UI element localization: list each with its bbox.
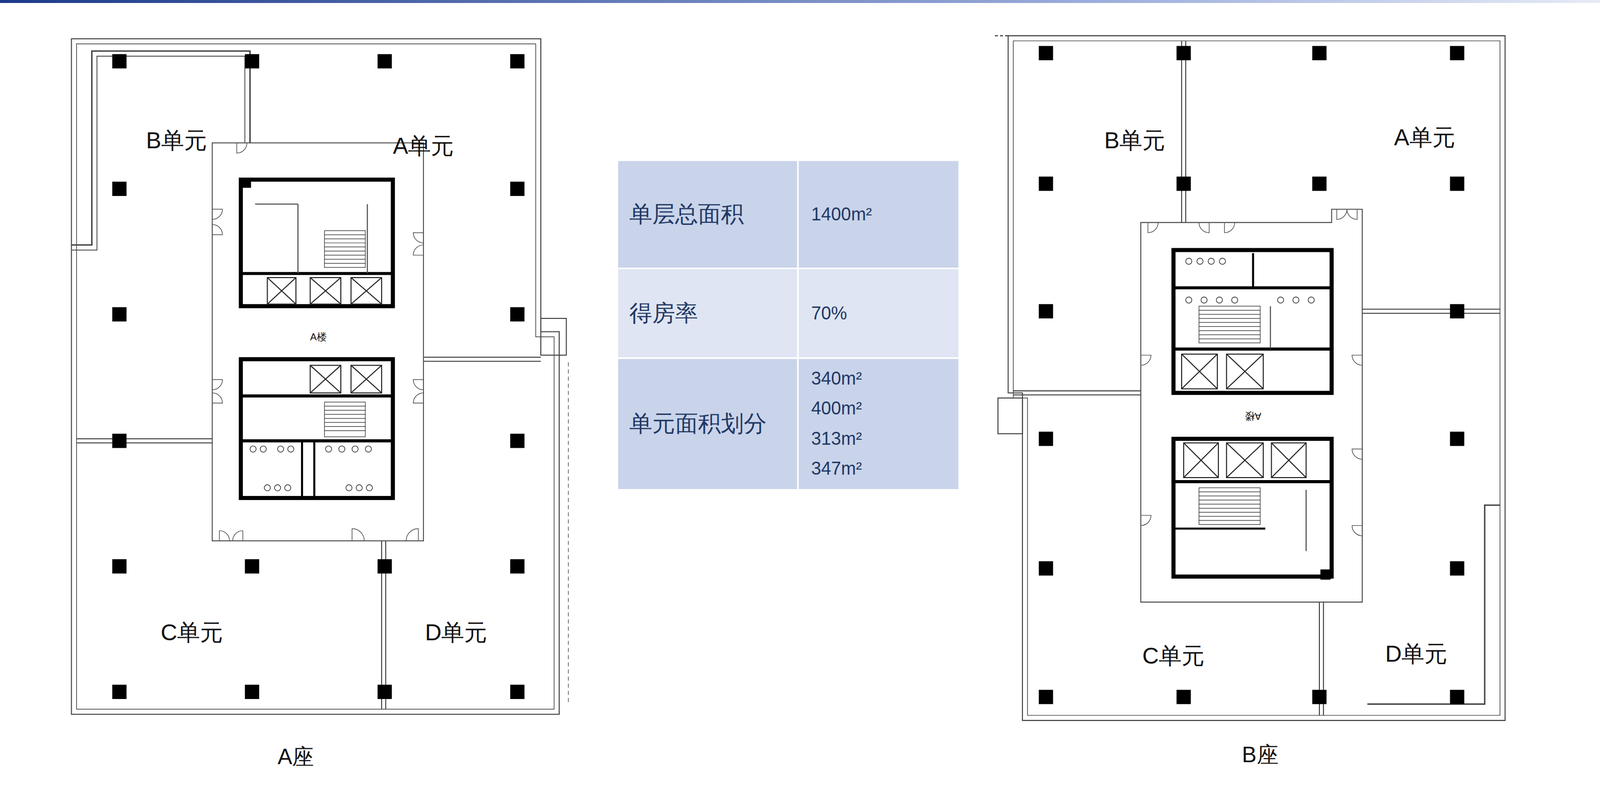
core-label: A楼	[1244, 410, 1262, 423]
building-caption: A座	[277, 743, 314, 771]
floor-plan: A座 B单元 A单元 C单元 D单元	[61, 25, 577, 781]
unit-area: D单元	[1380, 638, 1453, 670]
plan-b	[995, 35, 1506, 721]
table-header: 单元面积划分	[629, 409, 767, 438]
plan-a	[71, 38, 569, 715]
unit-area: A单元	[1389, 121, 1461, 154]
unit-area: B单元	[140, 124, 212, 157]
unit-label: A单元	[393, 132, 455, 160]
unit-area: A单元	[388, 130, 460, 162]
unit-label: D单元	[1385, 640, 1448, 668]
unit-label: C单元	[1142, 642, 1205, 670]
info-table	[617, 160, 960, 490]
unit-area: C单元	[1137, 640, 1210, 672]
table-value: 313m²	[811, 427, 863, 450]
unit-area: D单元	[419, 616, 493, 649]
unit-label: C单元	[160, 618, 223, 647]
unit-label: B单元	[1103, 126, 1166, 155]
unit-label: B单元	[145, 126, 207, 155]
table-value: 347m²	[811, 457, 863, 480]
unit-label: A单元	[1394, 123, 1456, 152]
table-value: 1400m²	[811, 203, 873, 225]
table-header: 单层总面积	[629, 200, 744, 228]
unit-label: D单元	[424, 618, 488, 647]
floor-plan: B座 B单元 A单元 C单元 D单元	[989, 20, 1521, 776]
table-value: 400m²	[811, 397, 863, 419]
core-label: A楼	[309, 330, 327, 343]
header-rule	[0, 0, 1600, 3]
unit-area: B单元	[1099, 124, 1171, 157]
table-header: 得房率	[629, 299, 699, 327]
unit-area: C单元	[155, 616, 228, 649]
building-caption: B座	[1241, 741, 1279, 769]
table-value: 340m²	[811, 367, 863, 390]
table-value: 70%	[811, 302, 848, 324]
